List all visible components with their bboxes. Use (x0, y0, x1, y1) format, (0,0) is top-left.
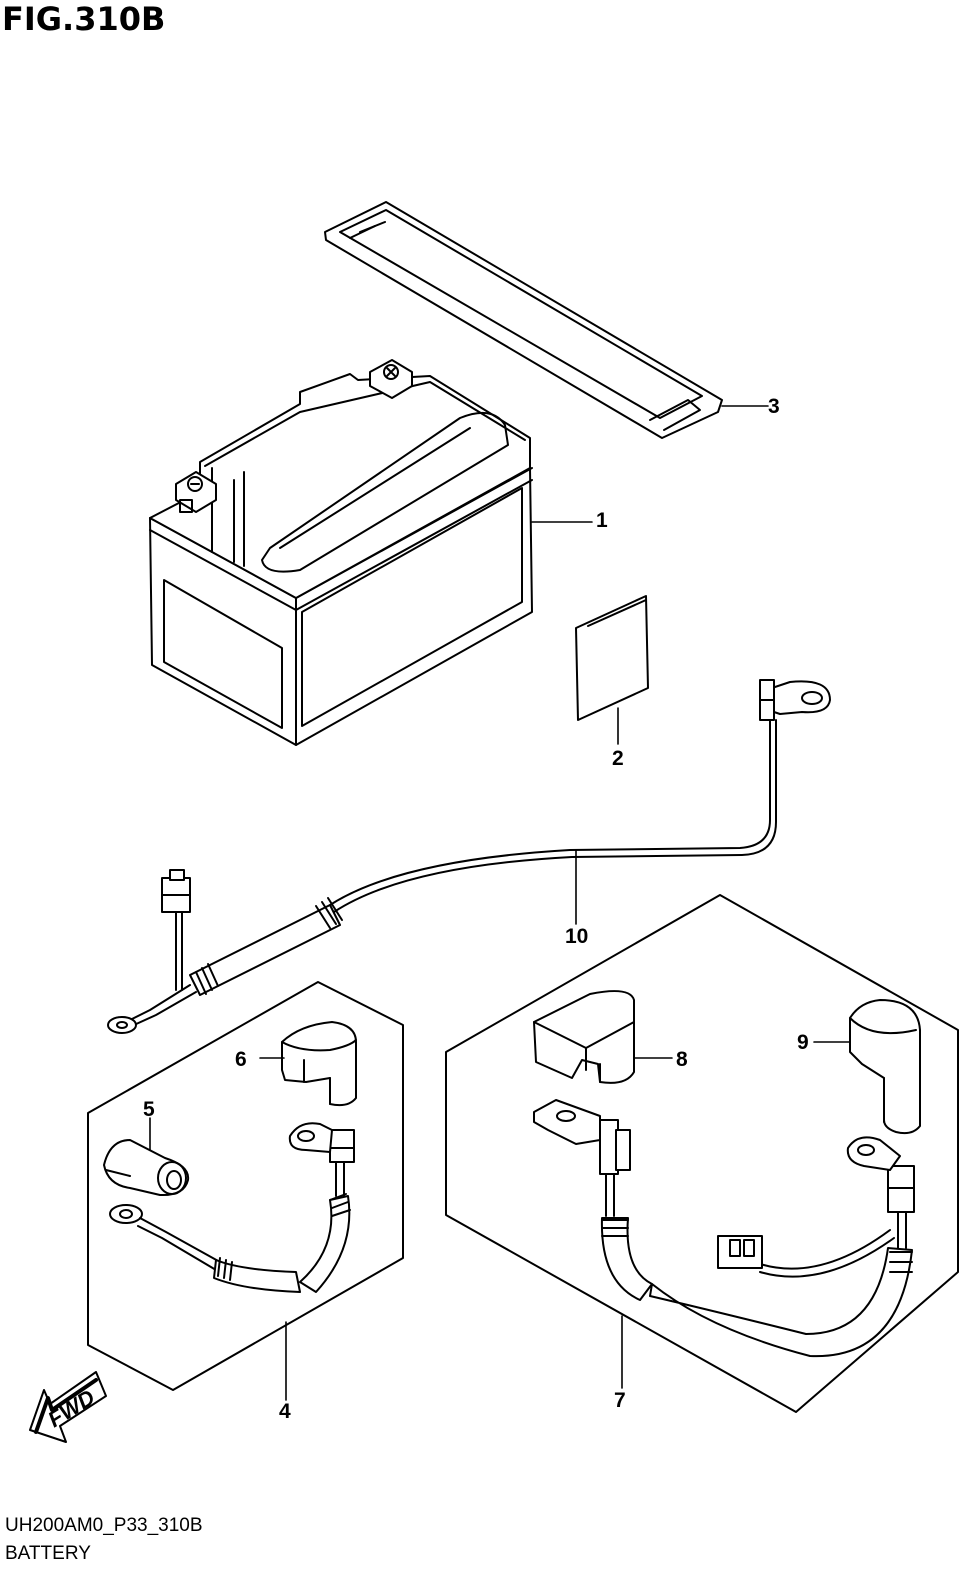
kit-outline-part-7 (445, 894, 959, 1413)
callout-8: 8 (676, 1048, 688, 1071)
figure-title: FIG.310B (2, 0, 166, 38)
diagram-model-code: UH200AM0_P33_310B (5, 1515, 203, 1536)
callout-6: 6 (235, 1048, 247, 1071)
cable-part-4 (109, 1122, 355, 1293)
terminal-boot-part-5 (103, 1139, 190, 1197)
cable-part-7 (533, 1099, 915, 1358)
callout-7: 7 (614, 1389, 626, 1412)
callout-2: 2 (612, 747, 624, 770)
callout-9: 9 (797, 1031, 809, 1054)
terminal-cap-part-8 (533, 990, 635, 1084)
label-card-part (575, 595, 649, 721)
diagram-section-name: BATTERY (5, 1543, 91, 1564)
battery-strap-part (324, 201, 723, 439)
terminal-cap-part-6 (281, 1021, 357, 1107)
callout-10: 10 (565, 925, 588, 948)
callout-leaders (149, 405, 851, 1401)
kit-outline-part-4 (87, 981, 404, 1391)
callout-1: 1 (596, 509, 608, 532)
callout-4: 4 (279, 1400, 291, 1423)
callout-5: 5 (143, 1098, 155, 1121)
cable-part-10 (107, 679, 831, 1034)
terminal-cap-part-9 (849, 999, 921, 1135)
callout-labels: 1 2 3 4 5 6 7 8 9 10 (143, 395, 809, 1423)
battery-part (149, 359, 533, 746)
callout-3: 3 (768, 395, 780, 418)
fwd-arrow-icon: FWD (29, 1371, 107, 1443)
